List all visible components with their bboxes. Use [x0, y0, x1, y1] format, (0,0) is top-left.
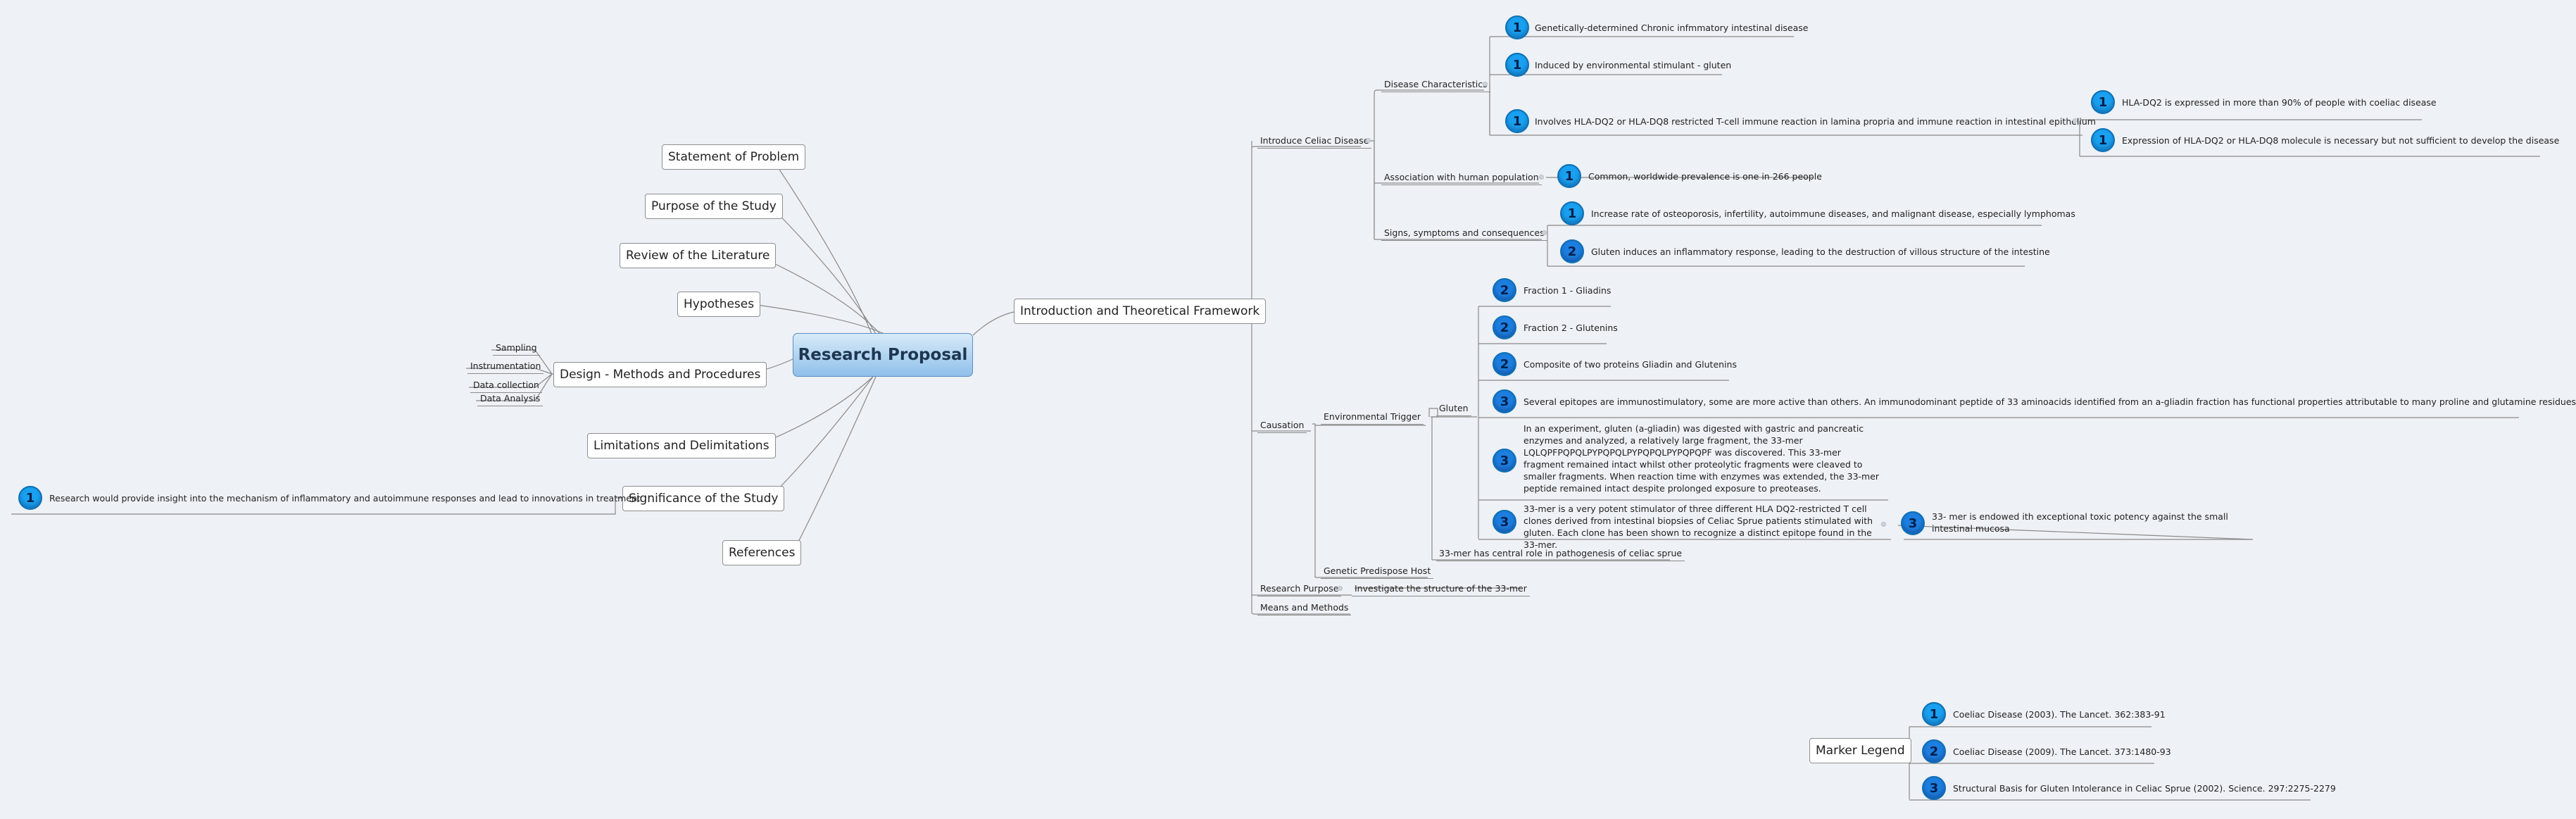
significance-detail[interactable]: Research would provide insight into the … — [49, 493, 641, 504]
collapse-dot[interactable] — [1366, 138, 1371, 143]
central-topic[interactable]: Research Proposal — [793, 333, 973, 377]
marker-icon: 3 — [1493, 449, 1516, 473]
hla-item-dq2[interactable]: HLA-DQ2 is expressed in more than 90% of… — [2122, 97, 2437, 108]
node-means-methods[interactable]: Means and Methods — [1257, 602, 1352, 615]
topic-statement-of-problem[interactable]: Statement of Problem — [662, 144, 806, 170]
marker-icon: 1 — [1505, 53, 1529, 77]
association-detail[interactable]: Common, worldwide prevalence is one in 2… — [1588, 171, 1822, 182]
marker-icon: 1 — [2091, 128, 2115, 152]
legend-item-lancet-2003[interactable]: Coeliac Disease (2003). The Lancet. 362:… — [1953, 709, 2166, 720]
topic-marker-legend[interactable]: Marker Legend — [1809, 738, 1911, 763]
node-introduce-celiac[interactable]: Introduce Celiac Disease — [1257, 135, 1372, 149]
legend-item-lancet-2009[interactable]: Coeliac Disease (2009). The Lancet. 373:… — [1953, 746, 2171, 757]
node-signs-symptoms[interactable]: Signs, symptoms and consequences — [1381, 227, 1547, 241]
node-investigate[interactable]: Investigate the structure of the 33-mer — [1352, 583, 1530, 596]
dc-item-genetic[interactable]: Genetically-determined Chronic infmmator… — [1535, 23, 1809, 33]
marker-icon: 3 — [1493, 389, 1516, 413]
signs-item-osteoporosis[interactable]: Increase rate of osteoporosis, infertili… — [1591, 208, 2075, 219]
gluten-item-composite[interactable]: Composite of two proteins Gliadin and Gl… — [1523, 359, 1737, 370]
collapse-dot[interactable] — [1338, 586, 1343, 591]
marker-icon: 2 — [1493, 315, 1516, 339]
design-child-sampling[interactable]: Sampling — [493, 342, 540, 356]
marker-icon: 2 — [1493, 352, 1516, 376]
node-research-purpose[interactable]: Research Purpose — [1257, 583, 1342, 596]
legend-item-science-2002[interactable]: Structural Basis for Gluten Intolerance … — [1953, 783, 2336, 794]
marker-icon: 3 — [1901, 511, 1925, 535]
design-child-instrumentation[interactable]: Instrumentation — [467, 361, 544, 374]
node-causation[interactable]: Causation — [1257, 420, 1307, 433]
collapse-dot[interactable] — [2073, 118, 2078, 123]
marker-icon: 1 — [1505, 109, 1529, 133]
node-environmental-trigger[interactable]: Environmental Trigger — [1321, 411, 1424, 425]
node-disease-characteristics[interactable]: Disease Characteristics — [1381, 79, 1490, 92]
node-association[interactable]: Association with human population — [1381, 172, 1542, 185]
marker-icon: 3 — [1493, 510, 1516, 534]
collapse-dot[interactable] — [1539, 175, 1544, 180]
hla-item-dq8[interactable]: Expression of HLA-DQ2 or HLA-DQ8 molecul… — [2122, 135, 2560, 146]
topic-references[interactable]: References — [722, 540, 802, 565]
collapse-dot[interactable] — [1881, 522, 1886, 527]
dc-item-hla[interactable]: Involves HLA-DQ2 or HLA-DQ8 restricted T… — [1535, 116, 2096, 127]
gluten-item-stimulator[interactable]: 33-mer is a very potent stimulator of th… — [1523, 504, 1873, 550]
marker-icon: 1 — [1560, 201, 1584, 225]
marker-icon: 2 — [1493, 278, 1516, 302]
topic-significance[interactable]: Significance of the Study — [622, 486, 785, 511]
signs-item-villous[interactable]: Gluten induces an inflammatory response,… — [1591, 246, 2050, 257]
marker-icon: 2 — [1560, 239, 1584, 263]
gluten-item-experiment[interactable]: In an experiment, gluten (a-gliadin) was… — [1523, 423, 1880, 494]
gluten-item-gliadins[interactable]: Fraction 1 - Gliadins — [1523, 285, 1611, 296]
marker-icon: 1 — [1505, 15, 1529, 39]
topic-introduction-framework[interactable]: Introduction and Theoretical Framework — [1014, 299, 1267, 324]
topic-hypotheses[interactable]: Hypotheses — [677, 292, 761, 317]
collapse-dot[interactable] — [1542, 230, 1547, 235]
marker-icon: 1 — [18, 486, 42, 510]
marker-icon: 3 — [1922, 776, 1946, 800]
potency-detail[interactable]: 33- mer is endowed ith exceptional toxic… — [1932, 511, 2228, 534]
node-genetic-predispose[interactable]: Genetic Predispose Host — [1321, 565, 1434, 579]
design-child-data-collection[interactable]: Data collection — [470, 380, 542, 393]
marker-icon: 1 — [1922, 702, 1946, 726]
marker-icon: 1 — [2091, 90, 2115, 114]
design-child-data-analysis[interactable]: Data Analysis — [477, 393, 544, 406]
topic-limitations[interactable]: Limitations and Delimitations — [587, 433, 776, 458]
marker-icon: 2 — [1922, 739, 1946, 763]
topic-purpose-of-study[interactable]: Purpose of the Study — [645, 194, 783, 219]
dc-item-gluten[interactable]: Induced by environmental stimulant - glu… — [1535, 60, 1732, 70]
node-central-role[interactable]: 33-mer has central role in pathogenesis … — [1436, 548, 1685, 561]
gluten-item-glutenins[interactable]: Fraction 2 - Glutenins — [1523, 323, 1618, 333]
topic-design-methods[interactable]: Design - Methods and Procedures — [553, 362, 767, 387]
node-gluten[interactable]: Gluten — [1436, 403, 1471, 416]
gluten-item-epitopes[interactable]: Several epitopes are immunostimulatory, … — [1523, 396, 2576, 407]
topic-review-of-literature[interactable]: Review of the Literature — [620, 243, 777, 268]
collapse-dot[interactable] — [1483, 82, 1488, 87]
marker-icon: 1 — [1557, 164, 1581, 188]
